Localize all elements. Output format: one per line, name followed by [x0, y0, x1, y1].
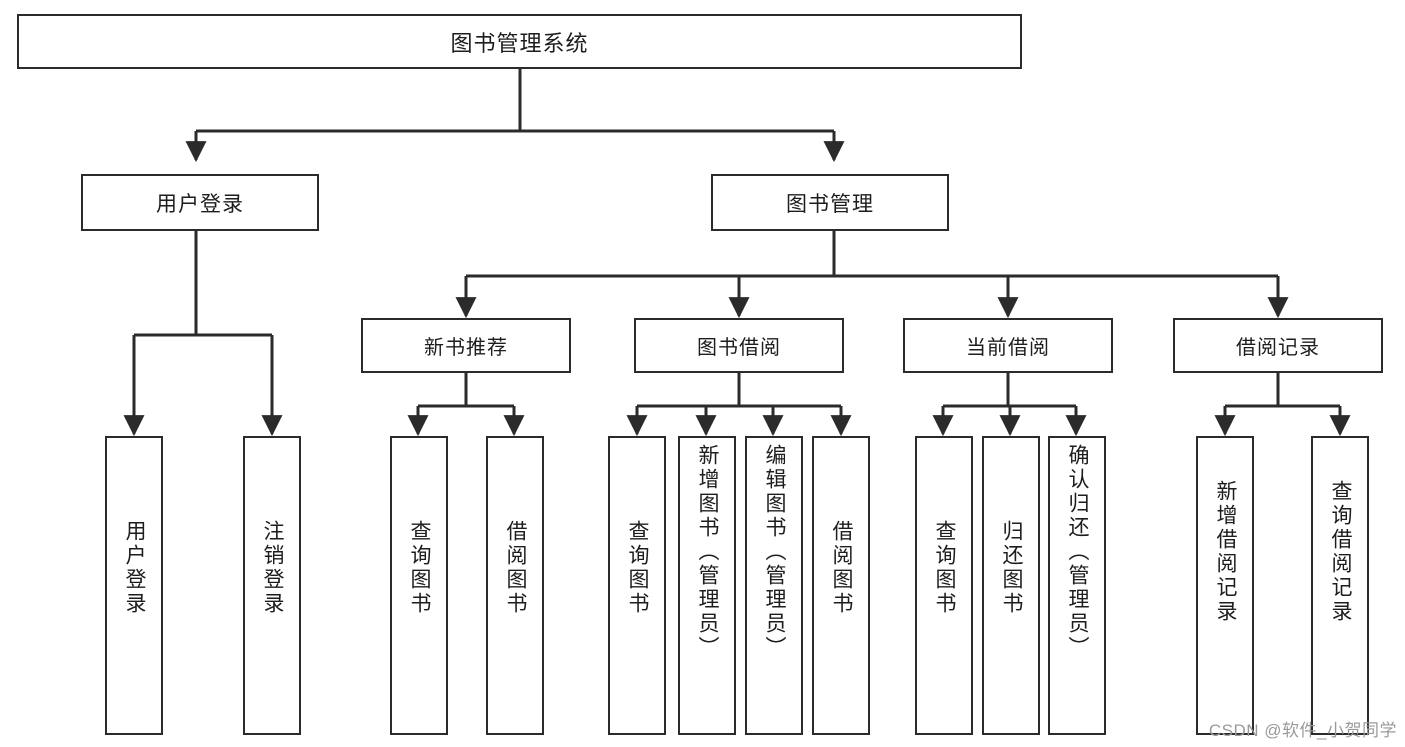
node-current-borrow[interactable]: 当前借阅 [903, 318, 1113, 373]
leaf-query-book-1-label: 查询图书 [408, 520, 432, 616]
node-book-management[interactable]: 图书管理 [711, 174, 949, 231]
leaf-query-book-3-label: 查询图书 [933, 520, 957, 616]
node-user-login[interactable]: 用户登录 [81, 174, 319, 231]
leaf-query-book-2[interactable]: 查询图书 [608, 436, 666, 735]
leaf-borrow-book-2[interactable]: 借阅图书 [812, 436, 870, 735]
node-current-borrow-label: 当前借阅 [966, 337, 1050, 359]
node-book-borrow[interactable]: 图书借阅 [634, 318, 844, 373]
leaf-query-record[interactable]: 查询借阅记录 [1311, 436, 1369, 735]
leaf-query-book-2-label: 查询图书 [626, 520, 650, 616]
leaf-return-book[interactable]: 归还图书 [982, 436, 1040, 735]
leaf-logout-login-label: 注销登录 [261, 520, 285, 616]
node-book-management-label: 图书管理 [786, 192, 874, 216]
node-book-borrow-label: 图书借阅 [697, 337, 781, 359]
node-root-label: 图书管理系统 [450, 30, 589, 56]
leaf-add-book[interactable]: 新增图书（管理员） [678, 436, 736, 735]
leaf-user-login[interactable]: 用户登录 [105, 436, 163, 735]
leaf-add-record-label: 新增借阅记录 [1214, 480, 1238, 624]
leaf-user-login-label: 用户登录 [123, 520, 147, 616]
node-user-login-label: 用户登录 [156, 192, 244, 216]
leaf-borrow-book-2-label: 借阅图书 [830, 520, 854, 616]
node-new-book-recommend-label: 新书推荐 [424, 337, 508, 359]
leaf-borrow-book-1[interactable]: 借阅图书 [486, 436, 544, 735]
leaf-add-record[interactable]: 新增借阅记录 [1196, 436, 1254, 735]
leaf-query-book-3[interactable]: 查询图书 [915, 436, 973, 735]
leaf-confirm-return-label: 确认归还（管理员） [1066, 444, 1090, 660]
node-borrow-record-label: 借阅记录 [1236, 337, 1320, 359]
leaf-confirm-return[interactable]: 确认归还（管理员） [1048, 436, 1106, 735]
leaf-edit-book[interactable]: 编辑图书（管理员） [745, 436, 803, 735]
node-new-book-recommend[interactable]: 新书推荐 [361, 318, 571, 373]
node-root[interactable]: 图书管理系统 [17, 14, 1022, 69]
leaf-add-book-label: 新增图书（管理员） [696, 444, 720, 660]
leaf-logout-login[interactable]: 注销登录 [243, 436, 301, 735]
leaf-edit-book-label: 编辑图书（管理员） [763, 444, 787, 660]
csdn-watermark: CSDN @软件_小贺同学 [1208, 721, 1397, 740]
node-borrow-record[interactable]: 借阅记录 [1173, 318, 1383, 373]
leaf-query-record-label: 查询借阅记录 [1329, 480, 1353, 624]
leaf-borrow-book-1-label: 借阅图书 [504, 520, 528, 616]
leaf-return-book-label: 归还图书 [1000, 520, 1024, 616]
leaf-query-book-1[interactable]: 查询图书 [390, 436, 448, 735]
